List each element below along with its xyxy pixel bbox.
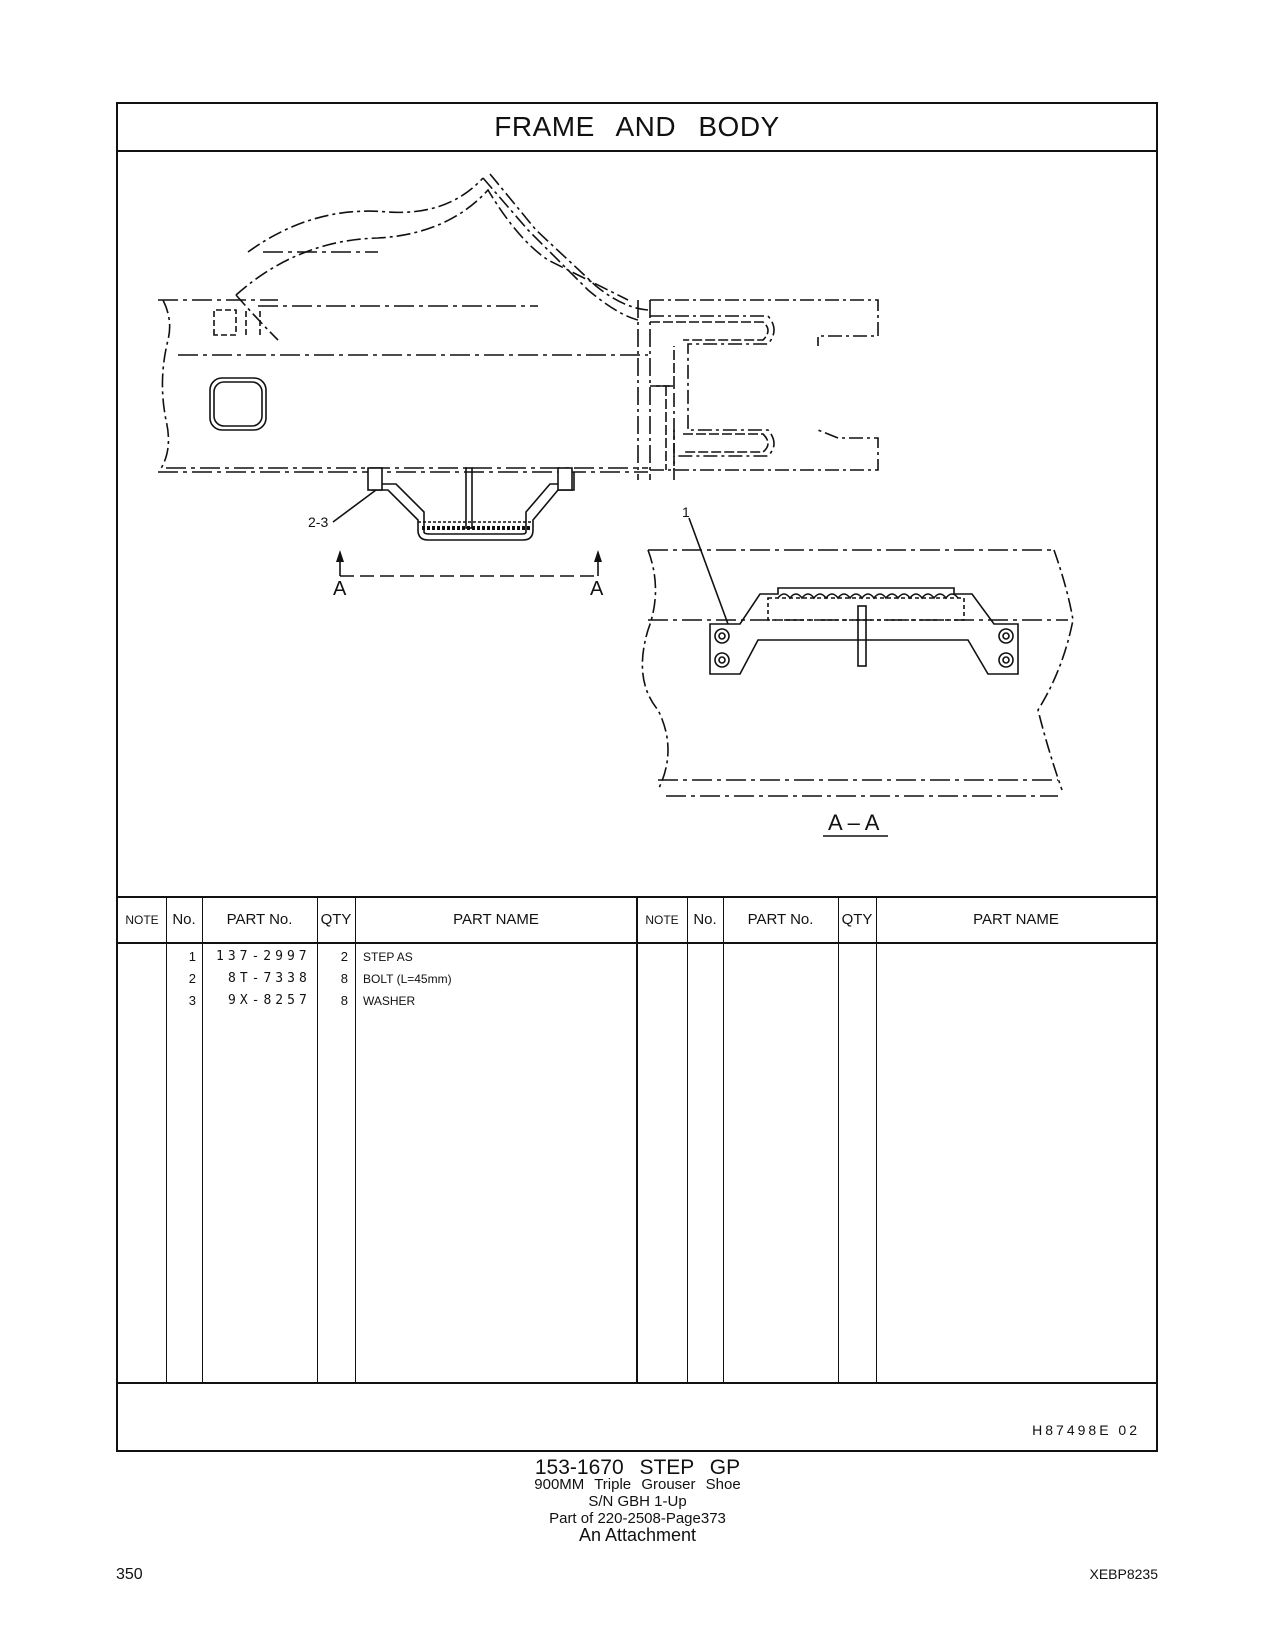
header-qty-right: QTY	[841, 911, 873, 928]
column-divider	[636, 898, 638, 1382]
header-part-no-right: PART No.	[747, 911, 814, 928]
row-part-number: 8T-7338	[228, 971, 311, 986]
header-note-left: NOTE	[125, 913, 159, 927]
parts-list-table: NOTE No. PART No. QTY PART NAME NOTE No.…	[118, 896, 1156, 1384]
document-id: XEBP8235	[1089, 1566, 1159, 1582]
row-item-number: 2	[188, 971, 196, 986]
callout-1: 1	[682, 504, 690, 520]
header-part-no-left: PART No.	[226, 911, 293, 928]
table-row: 2 8T-7338 8 BOLT (L=45mm)	[118, 968, 637, 990]
header-part-name-right: PART NAME	[973, 911, 1059, 928]
row-part-name: BOLT (L=45mm)	[363, 972, 452, 986]
group-subtitle: 900MM Triple Grouser Shoe	[534, 1476, 741, 1493]
row-quantity: 8	[340, 993, 348, 1008]
exploded-view-illustration	[158, 173, 1074, 837]
table-row: 3 9X-8257 8 WASHER	[118, 990, 637, 1012]
column-divider	[166, 898, 167, 1382]
row-quantity: 8	[340, 971, 348, 986]
section-label-left: A	[333, 578, 347, 600]
column-divider	[723, 898, 724, 1382]
column-divider	[687, 898, 688, 1382]
column-divider	[202, 898, 203, 1382]
page-title: FRAME AND BODY	[118, 104, 1156, 152]
serial-range: S/N GBH 1-Up	[588, 1493, 687, 1510]
parts-sheet: FRAME AND BODY	[116, 102, 1158, 1452]
row-item-number: 3	[188, 993, 196, 1008]
row-part-number: 137-2997	[216, 949, 311, 964]
row-part-number: 9X-8257	[228, 993, 311, 1008]
header-qty-left: QTY	[320, 911, 352, 928]
drawing-reference: H87498E 02	[1032, 1422, 1140, 1438]
group-title: 153-1670 STEP GP	[534, 1456, 741, 1479]
table-row: 1 137-2997 2 STEP AS	[118, 946, 637, 968]
page-number: 350	[116, 1566, 143, 1583]
column-divider	[317, 898, 318, 1382]
header-note-right: NOTE	[645, 913, 679, 927]
column-divider	[876, 898, 877, 1382]
section-view-label: A – A	[828, 810, 880, 835]
section-label-right: A	[590, 578, 604, 600]
callout-2-3: 2-3	[308, 514, 329, 530]
row-part-name: STEP AS	[363, 950, 413, 964]
parent-reference: Part of 220-2508-Page373	[549, 1510, 726, 1527]
parts-drawing: 1 2-3 A A A – A	[118, 150, 1156, 896]
attachment-note: An Attachment	[578, 1525, 697, 1545]
header-part-name-left: PART NAME	[453, 911, 539, 928]
row-item-number: 1	[188, 949, 196, 964]
column-divider	[355, 898, 356, 1382]
header-no-right: No.	[693, 911, 717, 928]
column-divider	[838, 898, 839, 1382]
row-part-name: WASHER	[363, 994, 416, 1008]
header-no-left: No.	[172, 911, 196, 928]
row-quantity: 2	[340, 949, 348, 964]
